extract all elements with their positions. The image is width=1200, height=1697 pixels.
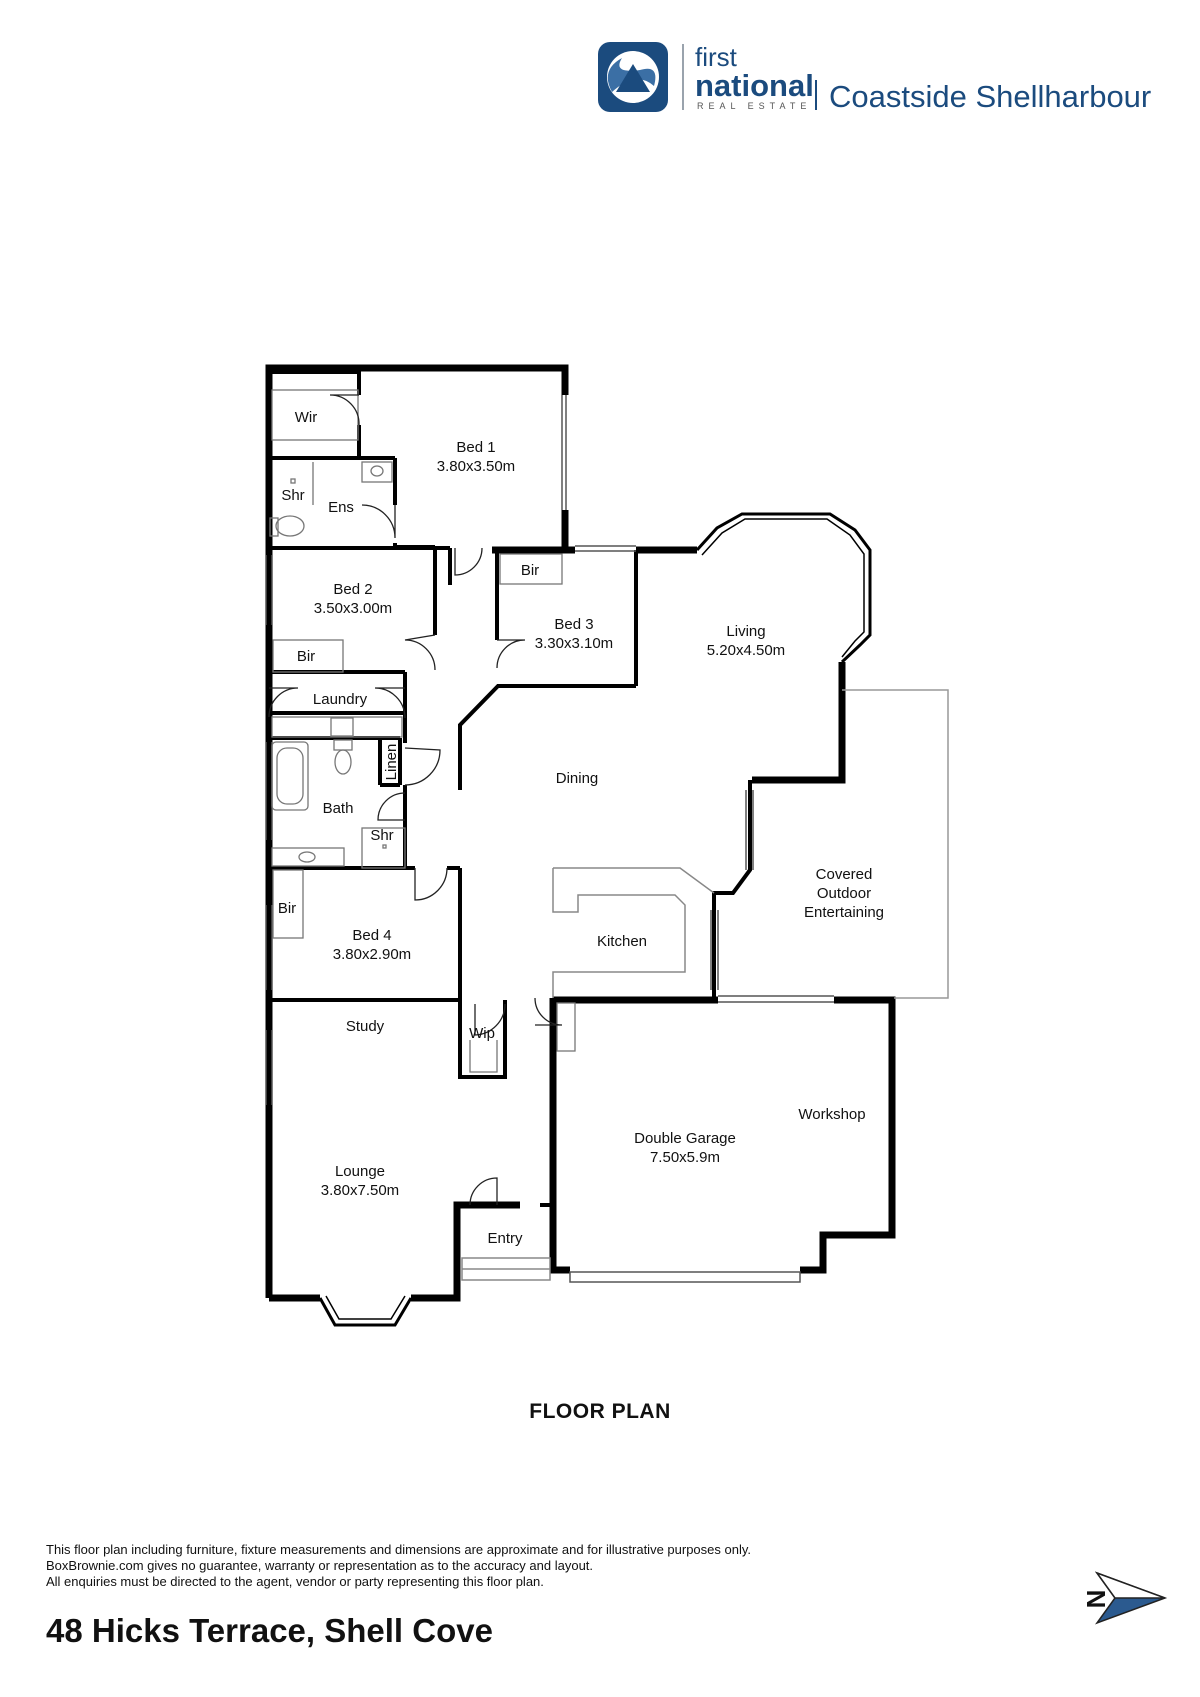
- compass-label: N: [1081, 1590, 1111, 1609]
- label-laundry: Laundry: [313, 691, 368, 708]
- disclaimer-line: BoxBrownie.com gives no guarantee, warra…: [46, 1558, 594, 1573]
- first-national-logo: [598, 42, 684, 112]
- floor-plan-title: FLOOR PLAN: [529, 1400, 671, 1423]
- office-name: Coastside Shellharbour: [829, 79, 1151, 114]
- disclaimer-line: This floor plan including furniture, fix…: [46, 1542, 752, 1557]
- label-bed1-size: 3.80x3.50m: [437, 458, 515, 475]
- label-living-size: 5.20x4.50m: [707, 642, 785, 659]
- label-dining: Dining: [556, 770, 599, 787]
- label-garage-size: 7.50x5.9m: [650, 1149, 720, 1166]
- disclaimer: This floor plan including furniture, fix…: [46, 1542, 751, 1590]
- room-labels: Wir Bed 1 3.80x3.50m Shr Ens Bed 2 3.50x…: [278, 409, 884, 1247]
- covered-outdoor-area: [842, 689, 949, 999]
- property-address: 48 Hicks Terrace, Shell Cove: [46, 1612, 493, 1649]
- brand-line2: national: [695, 68, 814, 103]
- label-covered: Covered: [816, 866, 873, 883]
- fixtures: [269, 389, 576, 1073]
- disclaimer-line: All enquiries must be directed to the ag…: [46, 1574, 544, 1589]
- label-shr-bath: Shr: [370, 827, 393, 844]
- exterior-walls: [265, 364, 896, 1302]
- label-wir: Wir: [295, 409, 318, 426]
- label-bath: Bath: [323, 800, 354, 817]
- label-ens: Ens: [328, 499, 354, 516]
- label-kitchen: Kitchen: [597, 933, 647, 950]
- interior-walls: [269, 368, 752, 1258]
- label-living: Living: [726, 623, 765, 640]
- label-bed2-size: 3.50x3.00m: [314, 600, 392, 617]
- label-bed4: Bed 4: [352, 927, 391, 944]
- header: first national REAL ESTATE Coastside She…: [598, 42, 1151, 114]
- label-linen: Linen: [383, 744, 400, 781]
- label-workshop: Workshop: [798, 1106, 865, 1123]
- label-outdoor: Outdoor: [817, 885, 871, 902]
- label-bed2: Bed 2: [333, 581, 372, 598]
- label-bed1: Bed 1: [456, 439, 495, 456]
- brand-line1: first: [695, 42, 738, 72]
- label-lounge-size: 3.80x7.50m: [321, 1182, 399, 1199]
- label-bed4-size: 3.80x2.90m: [333, 946, 411, 963]
- doors: [268, 394, 563, 1206]
- label-garage: Double Garage: [634, 1130, 736, 1147]
- label-bed3-size: 3.30x3.10m: [535, 635, 613, 652]
- kitchen-bench: [552, 867, 715, 998]
- label-bir-bed2: Bir: [297, 648, 315, 665]
- label-wip: Wip: [469, 1025, 495, 1042]
- floor-plan: Wir Bed 1 3.80x3.50m Shr Ens Bed 2 3.50x…: [265, 364, 949, 1327]
- living-bay-window: [695, 512, 872, 664]
- brand-line3: REAL ESTATE: [697, 101, 811, 111]
- label-lounge: Lounge: [335, 1163, 385, 1180]
- label-bed3: Bed 3: [554, 616, 593, 633]
- entry-steps: [461, 1257, 551, 1281]
- label-entertaining: Entertaining: [804, 904, 884, 921]
- label-bir-bed3: Bir: [521, 562, 539, 579]
- label-study: Study: [346, 1018, 385, 1035]
- label-shr-ensuite: Shr: [281, 487, 304, 504]
- label-entry: Entry: [487, 1230, 523, 1247]
- lounge-bay-window: [318, 1295, 413, 1327]
- north-arrow-icon: N: [1081, 1571, 1168, 1625]
- label-bir-bed4: Bir: [278, 900, 296, 917]
